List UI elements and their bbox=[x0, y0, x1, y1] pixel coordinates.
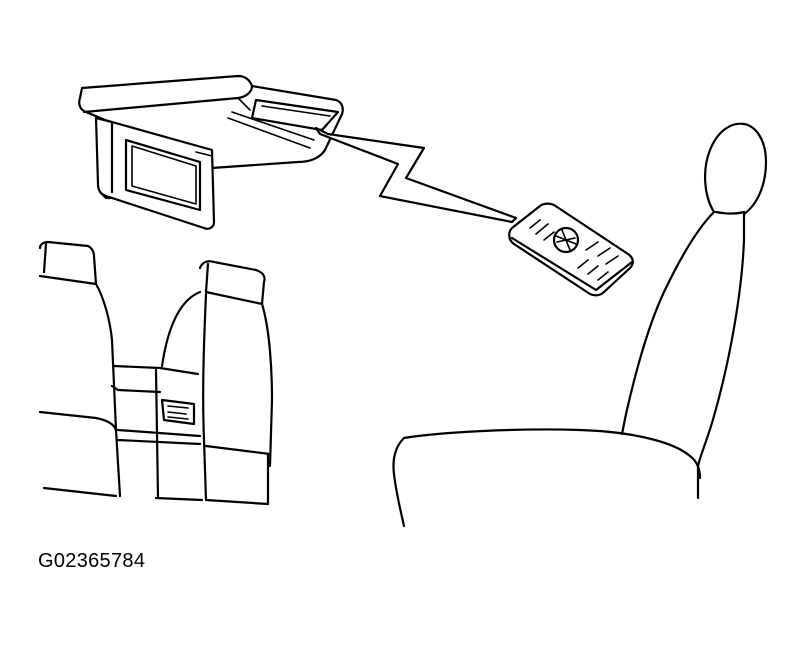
overhead-display-screen bbox=[94, 116, 216, 230]
front-seat bbox=[392, 122, 768, 528]
remote-control bbox=[508, 202, 634, 297]
rear-seat-bench bbox=[38, 240, 274, 506]
figure-id-label: G02365784 bbox=[38, 550, 146, 572]
ir-signal-beam bbox=[314, 126, 518, 224]
seat-side-panel bbox=[160, 398, 196, 426]
overhead-console bbox=[78, 74, 344, 170]
